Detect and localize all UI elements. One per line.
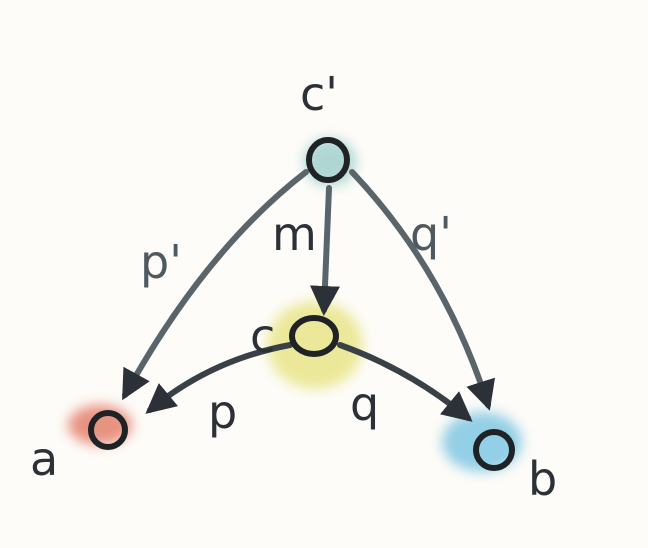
- edge-q: [337, 342, 473, 422]
- node-label-a: a: [30, 432, 58, 486]
- node-c-highlight: [267, 301, 363, 389]
- edge-label-p: p: [208, 385, 237, 439]
- node-a: [88, 410, 128, 450]
- edge-m: [309, 185, 340, 316]
- node-label-c: c: [250, 309, 275, 363]
- edge-label-q-prime: q': [410, 207, 452, 261]
- node-label-b: b: [528, 452, 557, 506]
- edge-p-prime: [122, 169, 309, 401]
- edge-q-prime: [349, 169, 496, 411]
- node-label-c-prime: c': [300, 67, 338, 121]
- edge-p: [145, 342, 293, 414]
- node-c-prime: [306, 137, 350, 183]
- node-b: [473, 429, 515, 471]
- node-c: [289, 315, 339, 357]
- edge-label-m: m: [272, 207, 317, 261]
- edge-label-q: q: [350, 377, 379, 431]
- node-b-highlight: [442, 412, 522, 472]
- edge-label-p-prime: p': [140, 235, 182, 289]
